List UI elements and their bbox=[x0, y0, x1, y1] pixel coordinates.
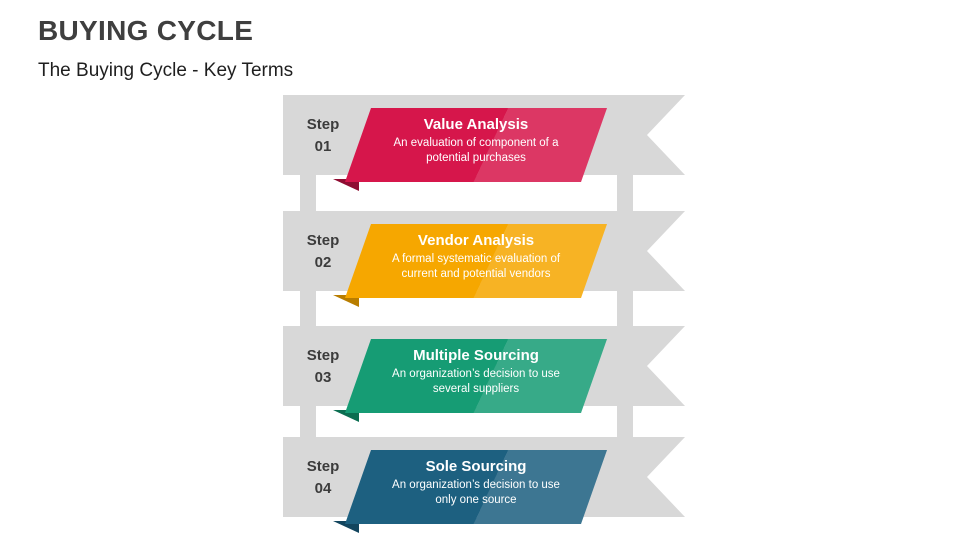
step-banner: Multiple Sourcing An organization’s deci… bbox=[345, 339, 607, 413]
step-word: Step bbox=[306, 458, 340, 475]
step-word: Step bbox=[306, 347, 340, 364]
step-description: An organization’s decision to use severa… bbox=[392, 368, 560, 395]
step-row-03: Step 03 Multiple Sourcing An organizatio… bbox=[283, 326, 685, 424]
step-title: Vendor Analysis bbox=[417, 232, 535, 249]
step-label: Step 04 bbox=[291, 456, 355, 500]
step-banner: Value Analysis An evaluation of componen… bbox=[345, 108, 607, 182]
step-word: Step bbox=[306, 232, 340, 249]
step-title: Multiple Sourcing bbox=[413, 347, 539, 364]
step-row-02: Step 02 Vendor Analysis A formal systema… bbox=[283, 211, 685, 309]
step-label: Step 01 bbox=[291, 114, 355, 158]
step-banner: Sole Sourcing An organization’s decision… bbox=[345, 450, 607, 524]
step-number: 04 bbox=[314, 479, 332, 497]
step-banner: Vendor Analysis A formal systematic eval… bbox=[345, 224, 607, 298]
page-subtitle: The Buying Cycle - Key Terms bbox=[38, 60, 294, 81]
step-description: An organization’s decision to use only o… bbox=[392, 479, 560, 506]
step-row-04: Step 04 Sole Sourcing An organization’s … bbox=[283, 437, 685, 535]
step-row-01: Step 01 Value Analysis An evaluation of … bbox=[283, 95, 685, 193]
page-title: BUYING CYCLE bbox=[38, 15, 254, 46]
step-number: 01 bbox=[314, 137, 332, 155]
step-label: Step 02 bbox=[291, 230, 355, 274]
step-title: Sole Sourcing bbox=[425, 458, 527, 475]
step-number: 03 bbox=[314, 368, 332, 386]
step-description: An evaluation of component of a potentia… bbox=[393, 137, 559, 164]
step-description: A formal systematic evaluation of curren… bbox=[391, 253, 561, 280]
step-label: Step 03 bbox=[291, 345, 355, 389]
step-title: Value Analysis bbox=[423, 116, 529, 133]
step-word: Step bbox=[306, 116, 340, 133]
step-number: 02 bbox=[314, 253, 332, 271]
